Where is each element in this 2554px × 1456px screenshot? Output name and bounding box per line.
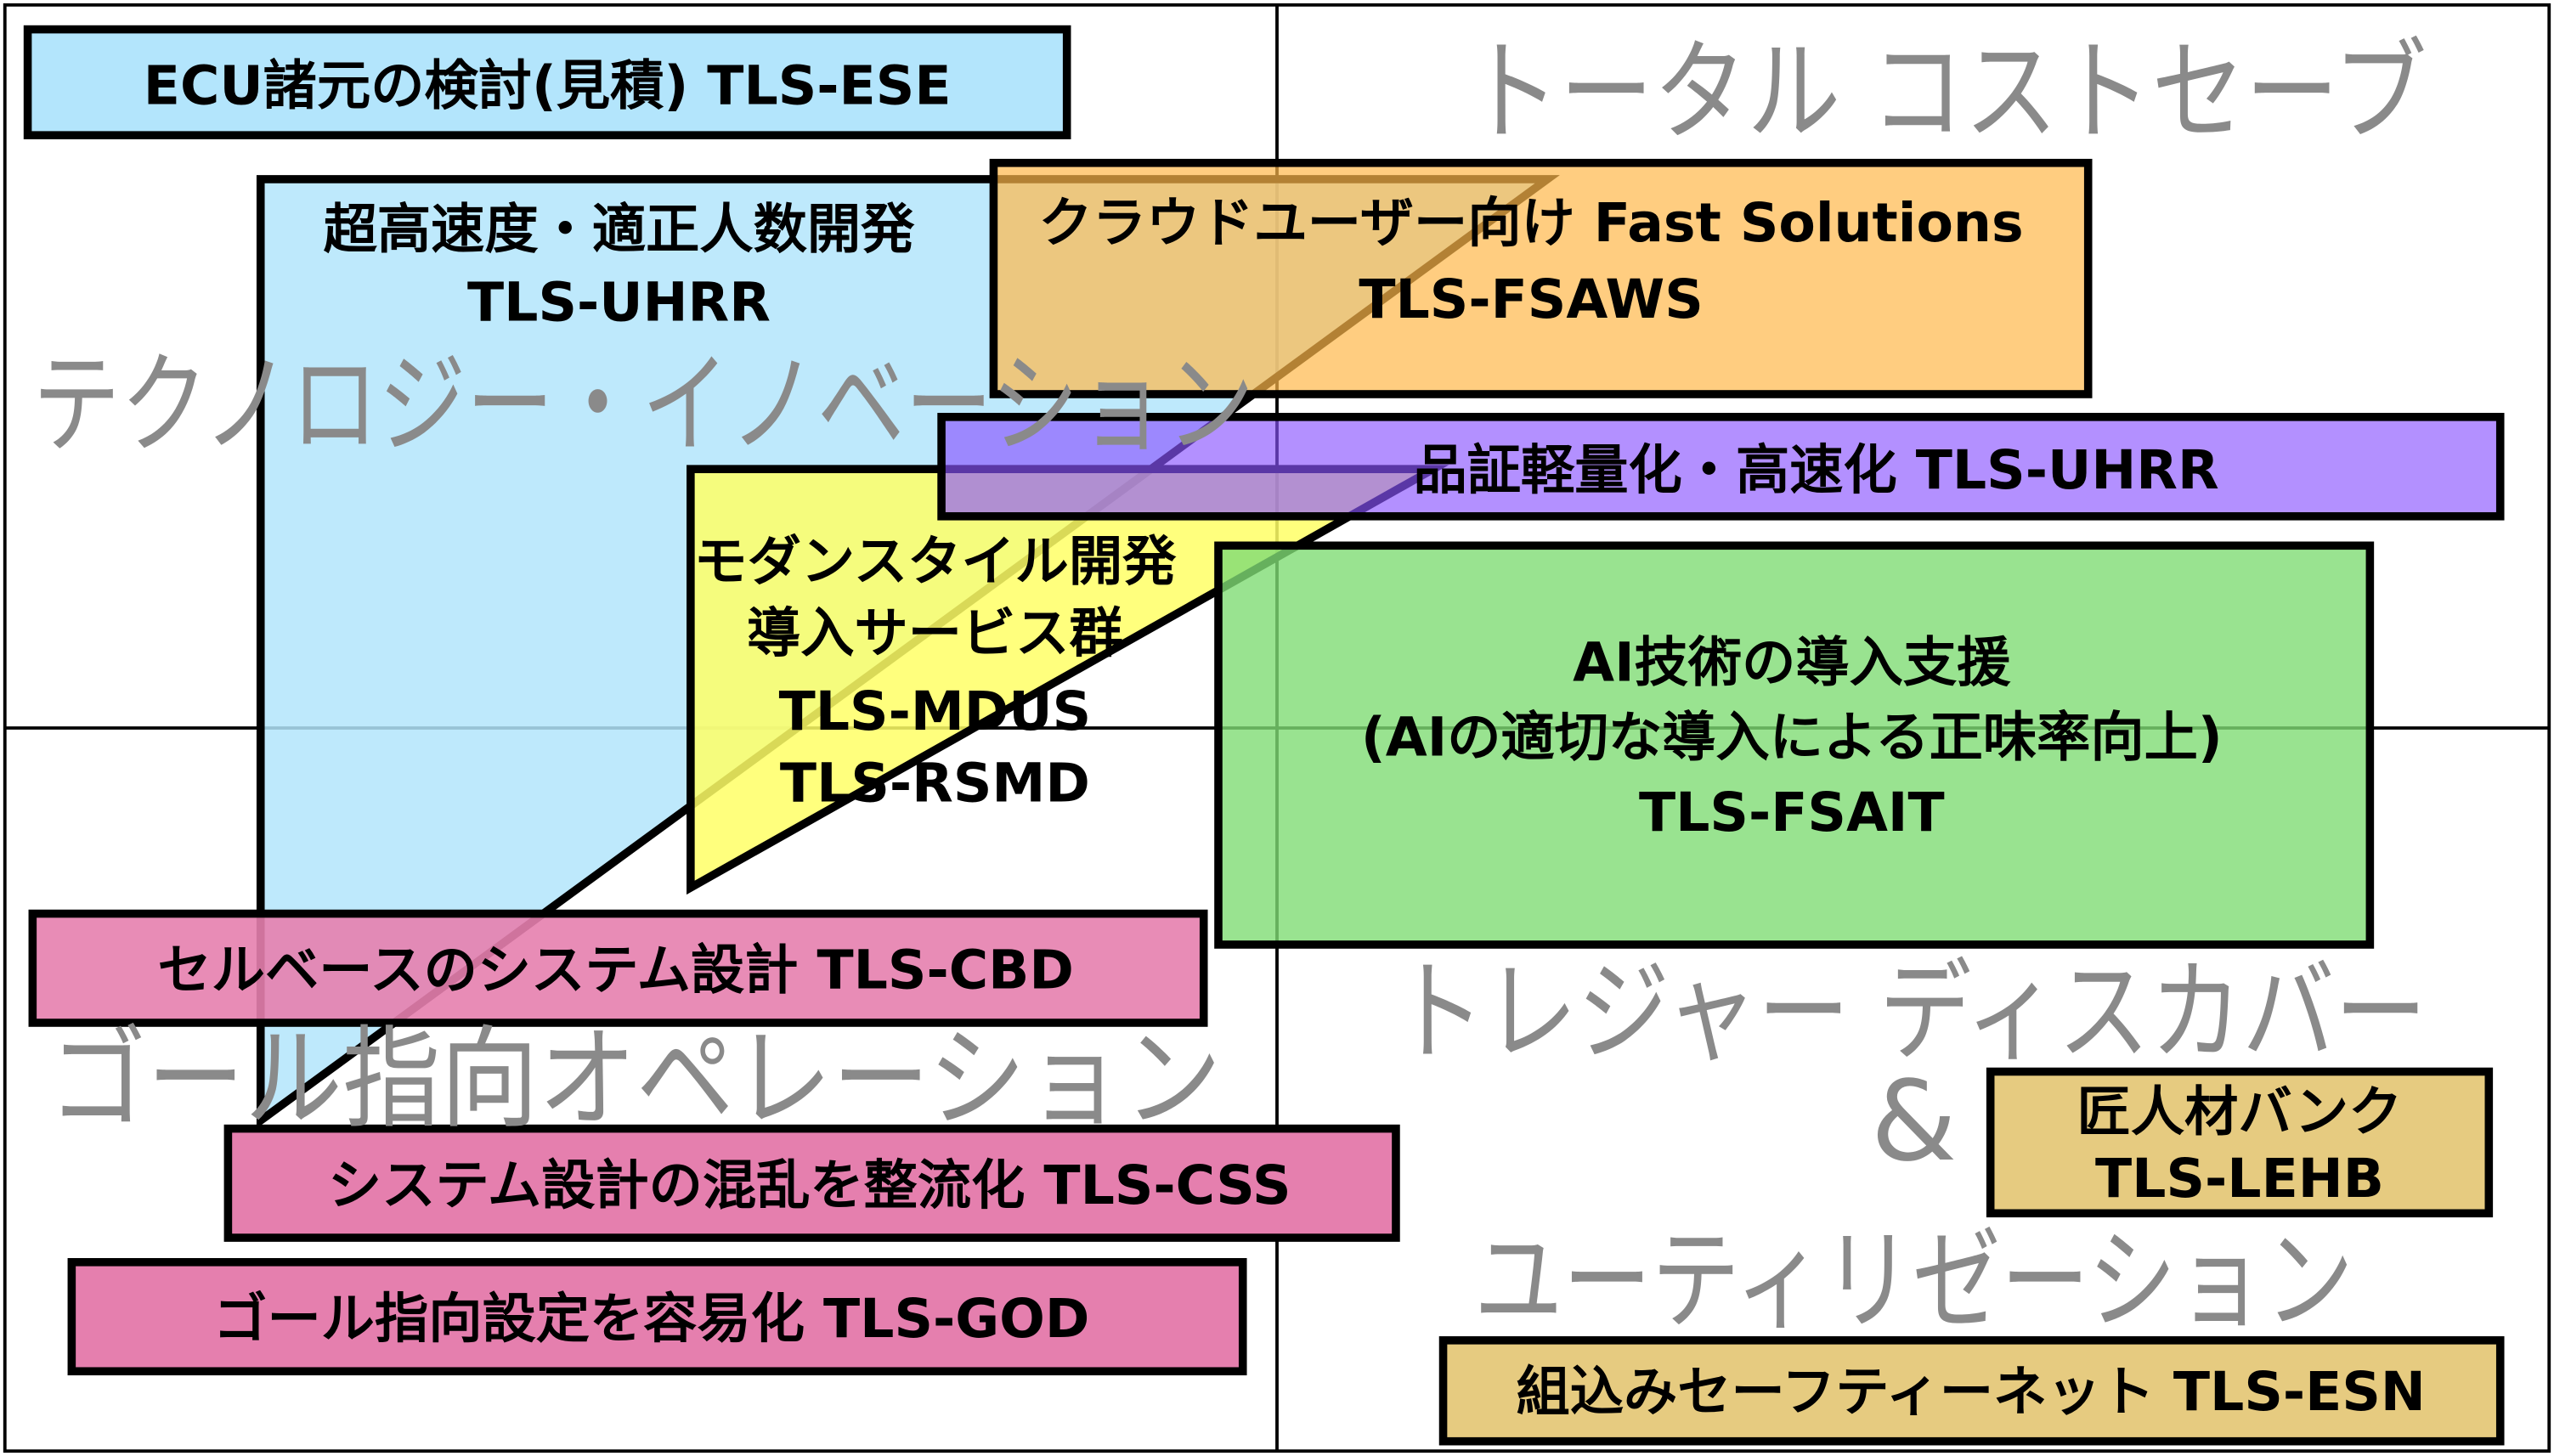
quadrant-label-ampersand: & — [1871, 1057, 1958, 1186]
item-lehb[interactable]: 匠人材バンク TLS-LEHB — [1986, 1067, 2494, 1218]
quadrant-label-total-cost-save: トータル コストセーブ — [1466, 27, 2427, 156]
item-fsaws[interactable]: クラウドユーザー向け Fast Solutions TLS-FSAWS — [989, 158, 2093, 398]
item-ese-label: ECU諸元の検討(見積) TLS-ESE — [144, 54, 952, 117]
item-cbd-label: セルベースのシステム設計 TLS-CBD — [157, 939, 1073, 1002]
item-uhrr-quality-label: 品証軽量化・高速化 TLS-UHRR — [1413, 438, 2218, 501]
item-mdus-code2: TLS-RSMD — [780, 751, 1090, 814]
quadrant-label-goal-operation: ゴール指向オペレーション — [49, 1014, 1222, 1143]
item-ese[interactable]: ECU諸元の検討(見積) TLS-ESE — [23, 25, 1071, 139]
item-fsait[interactable]: AI技術の導入支援 (AIの適切な導入による正味率向上) TLS-FSAIT — [1214, 541, 2375, 949]
item-fsaws-code: TLS-FSAWS — [1359, 268, 1703, 330]
item-uhrr-title: 超高速度・適正人数開発 — [324, 197, 916, 260]
item-cbd[interactable]: セルベースのシステム設計 TLS-CBD — [28, 909, 1208, 1027]
item-fsait-line1: AI技術の導入支援 — [1573, 630, 2011, 693]
item-uhrr-quality[interactable]: 品証軽量化・高速化 TLS-UHRR — [937, 413, 2505, 521]
item-css-label: システム設計の混乱を整流化 TLS-CSS — [328, 1154, 1291, 1216]
item-fsait-line2: (AIの適切な導入による正味率向上) — [1361, 706, 2223, 769]
item-fsait-code: TLS-FSAIT — [1639, 781, 1945, 844]
quadrant-label-treasure-discover: トレジャー ディスカバー — [1393, 948, 2427, 1077]
item-lehb-title: 匠人材バンク — [2077, 1081, 2403, 1143]
item-god[interactable]: ゴール指向設定を容易化 TLS-GOD — [67, 1258, 1247, 1376]
quadrant-label-technology-innovation: テクノロジー・イノベーション — [32, 341, 1254, 470]
item-esn-label: 組込みセーフティーネット TLS-ESN — [1516, 1360, 2425, 1423]
item-uhrr-code: TLS-UHRR — [467, 271, 771, 334]
item-css[interactable]: システム設計の混乱を整流化 TLS-CSS — [223, 1124, 1400, 1242]
item-mdus-line2: 導入サービス群 — [747, 601, 1123, 664]
item-esn[interactable]: 組込みセーフティーネット TLS-ESN — [1438, 1336, 2505, 1446]
item-mdus-code1: TLS-MDUS — [779, 680, 1092, 742]
item-mdus-line1: モダンスタイル開発 — [693, 530, 1177, 593]
item-fsaws-title: クラウドユーザー向け Fast Solutions — [1039, 191, 2024, 254]
item-lehb-code: TLS-LEHB — [2095, 1147, 2384, 1210]
item-god-label: ゴール指向設定を容易化 TLS-GOD — [213, 1287, 1089, 1350]
quadrant-label-utilization: ユーティリゼーション — [1474, 1216, 2353, 1346]
